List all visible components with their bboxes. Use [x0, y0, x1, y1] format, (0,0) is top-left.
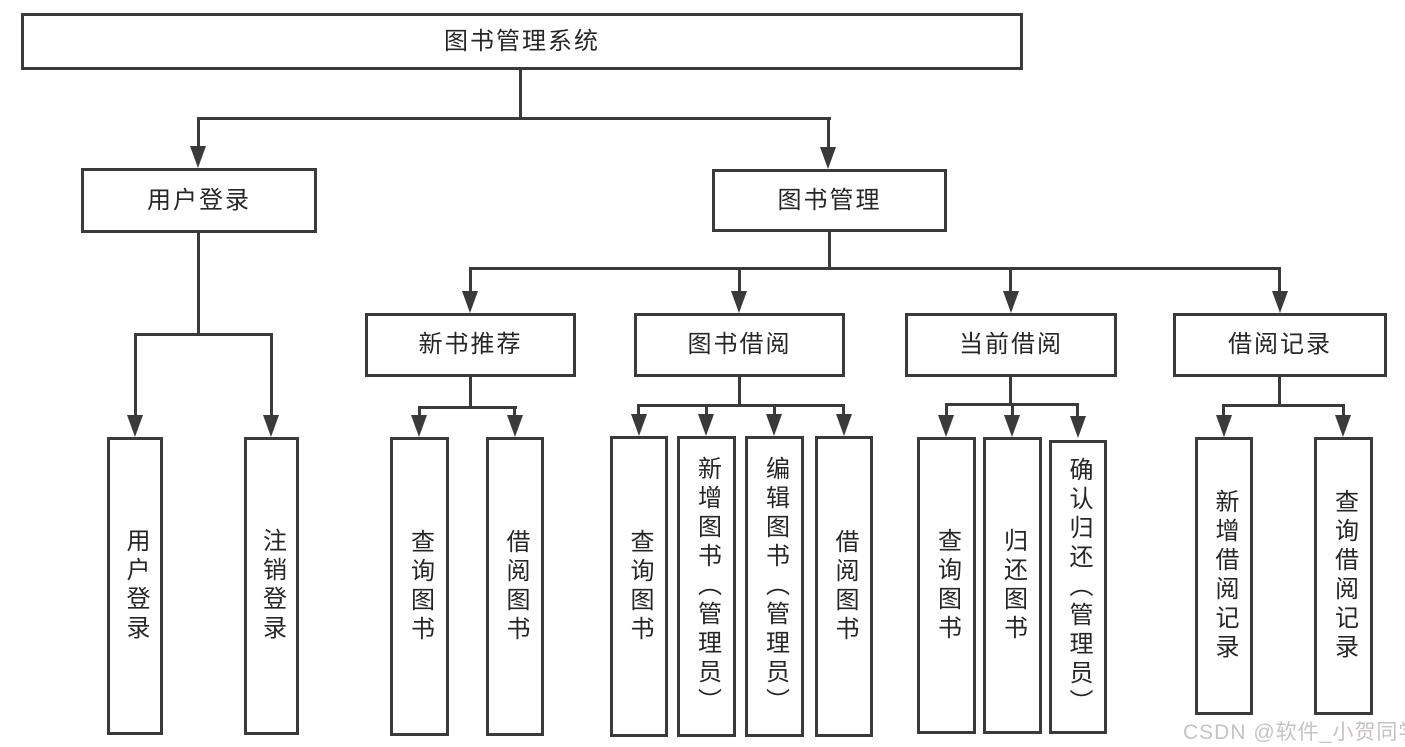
- connector-line: [134, 333, 273, 336]
- connector-arrow: [411, 415, 427, 437]
- connector-line: [469, 377, 472, 408]
- connector-arrow: [1003, 291, 1019, 313]
- connector-arrow: [190, 146, 206, 168]
- connector-line: [270, 333, 273, 416]
- connector-arrow: [731, 291, 747, 313]
- leaf-logout: 注销登录: [244, 437, 299, 735]
- leaf-query-borrow-record: 查询借阅记录: [1314, 437, 1373, 715]
- connector-arrow: [1004, 415, 1020, 437]
- connector-arrow: [462, 291, 478, 313]
- node-book-management: 图书管理: [712, 169, 947, 232]
- leaf-add-borrow-record: 新增借阅记录: [1195, 437, 1253, 715]
- connector-arrow: [766, 414, 782, 436]
- node-new-book-recommend: 新书推荐: [365, 313, 576, 377]
- connector-line: [469, 267, 1281, 270]
- connector-line: [134, 333, 137, 416]
- node-current-borrow: 当前借阅: [905, 313, 1117, 377]
- connector-line: [1223, 404, 1345, 407]
- connector-arrow: [1335, 415, 1351, 437]
- connector-arrow: [263, 415, 279, 437]
- connector-line: [197, 117, 200, 147]
- connector-line: [197, 233, 200, 336]
- connector-line: [945, 403, 948, 415]
- connector-line: [1222, 404, 1225, 415]
- connector-arrow: [1070, 416, 1086, 438]
- node-user-login: 用户登录: [81, 168, 317, 233]
- leaf-borrow-books-borrow: 借阅图书: [815, 436, 873, 737]
- connector-line: [1342, 404, 1345, 415]
- leaf-return-books: 归还图书: [983, 437, 1042, 734]
- connector-arrow: [836, 414, 852, 436]
- node-borrow-records: 借阅记录: [1173, 313, 1387, 377]
- connector-line: [1076, 403, 1079, 416]
- leaf-add-book-admin: 新增图书（管理员）: [677, 436, 736, 737]
- connector-arrow: [127, 415, 143, 437]
- connector-line: [1278, 377, 1281, 406]
- connector-arrow: [820, 147, 836, 169]
- watermark: CSDN @软件_小贺同学: [1183, 721, 1405, 744]
- connector-line: [469, 267, 472, 292]
- connector-arrow: [938, 415, 954, 437]
- connector-arrow: [631, 414, 647, 436]
- connector-line: [738, 377, 741, 406]
- connector-line: [418, 406, 517, 409]
- connector-line: [418, 406, 421, 416]
- connector-arrow: [1216, 415, 1232, 437]
- connector-line: [828, 232, 831, 270]
- leaf-user-login: 用户登录: [107, 437, 163, 735]
- connector-arrow: [1272, 291, 1288, 313]
- connector-arrow: [507, 415, 523, 437]
- connector-line: [773, 404, 776, 414]
- connector-arrow: [698, 414, 714, 436]
- node-root: 图书管理系统: [21, 13, 1023, 70]
- node-book-borrow: 图书借阅: [634, 313, 845, 377]
- connector-line: [827, 117, 830, 148]
- connector-line: [1009, 377, 1012, 405]
- connector-line: [637, 404, 845, 407]
- connector-line: [1011, 403, 1014, 415]
- leaf-query-books-current: 查询图书: [917, 437, 976, 734]
- connector-line: [513, 406, 516, 416]
- connector-line: [842, 404, 845, 414]
- leaf-query-books-borrow: 查询图书: [610, 436, 668, 737]
- leaf-query-books-recommend: 查询图书: [390, 437, 449, 736]
- leaf-borrow-books-recommend: 借阅图书: [486, 437, 544, 736]
- connector-line: [1278, 267, 1281, 292]
- connector-line: [197, 117, 831, 120]
- connector-line: [637, 404, 640, 414]
- leaf-confirm-return-admin: 确认归还（管理员）: [1049, 440, 1107, 734]
- connector-line: [1009, 267, 1012, 292]
- connector-line: [705, 404, 708, 414]
- leaf-edit-book-admin: 编辑图书（管理员）: [745, 436, 804, 737]
- connector-line: [519, 70, 522, 118]
- connector-line: [738, 267, 741, 292]
